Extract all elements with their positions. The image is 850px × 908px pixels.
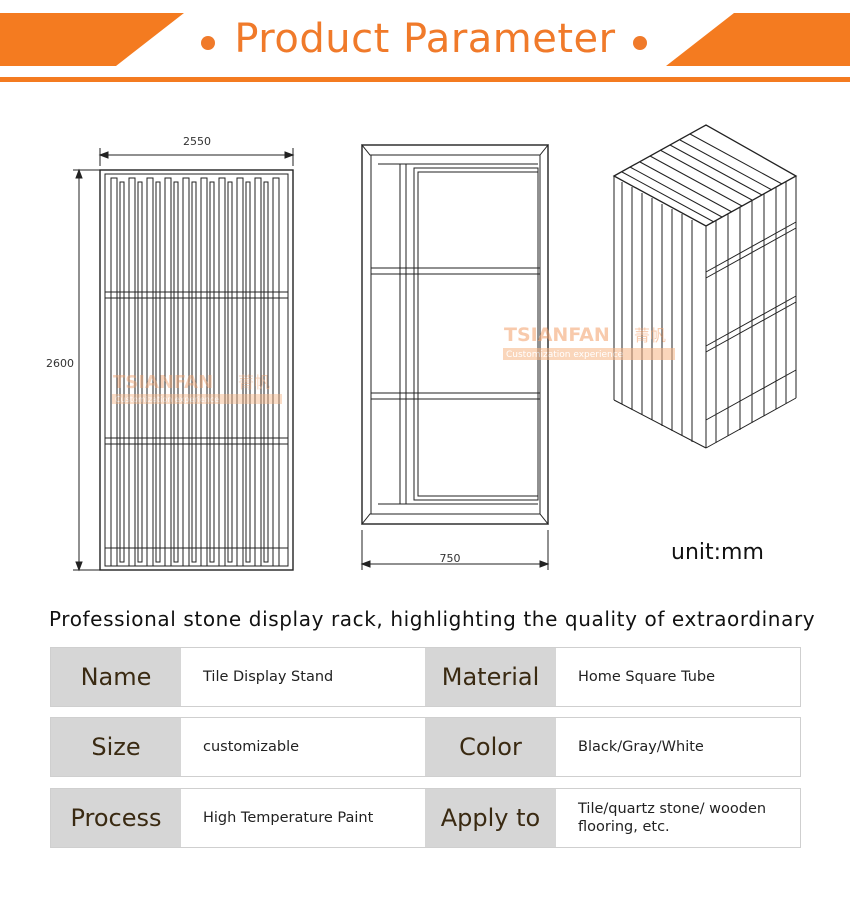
spec-key: Name xyxy=(51,648,181,706)
spec-row: Name Tile Display Stand Material Home Sq… xyxy=(50,647,801,707)
spec-key: Color xyxy=(425,718,556,776)
unit-label: unit:mm xyxy=(671,540,764,565)
isometric-view-drawing xyxy=(612,124,798,449)
spec-value: High Temperature Paint xyxy=(203,810,374,826)
front-height-label: 2600 xyxy=(46,357,74,370)
title-bullet-right xyxy=(633,36,647,50)
technical-drawings: 2550 2600 750 xyxy=(46,124,798,572)
watermark-right-brand-cn: 菁帆 xyxy=(634,326,666,345)
spec-value: Black/Gray/White xyxy=(578,739,704,755)
spec-value: customizable xyxy=(203,739,300,755)
front-view-drawing xyxy=(73,148,295,572)
spec-key: Size xyxy=(51,718,181,776)
watermark-left-brand-cn: 菁帆 xyxy=(238,373,270,392)
banner-left-wedge xyxy=(0,13,184,66)
front-slats xyxy=(110,177,280,567)
spec-key: Material xyxy=(425,648,556,706)
product-subtitle: Professional stone display rack, highlig… xyxy=(49,607,816,631)
spec-value: Home Square Tube xyxy=(578,669,716,685)
spec-key: Process xyxy=(51,789,181,847)
spec-value: Tile/quartz stone/ wooden flooring, etc. xyxy=(578,801,767,835)
spec-value: Tile Display Stand xyxy=(203,669,334,685)
header-banner xyxy=(0,13,850,82)
watermark-left: TSIANFAN 菁帆 Customization experience xyxy=(112,372,282,404)
spec-key: Apply to xyxy=(425,789,556,847)
banner-right-wedge xyxy=(666,13,850,66)
side-width-label: 750 xyxy=(440,552,461,565)
page-title: Product Parameter xyxy=(234,16,616,62)
banner-underline xyxy=(0,77,850,82)
watermark-right-brand: TSIANFAN xyxy=(504,324,610,346)
title-bullet-left xyxy=(201,36,215,50)
watermark-left-tagline: Customization experience xyxy=(115,395,219,404)
front-width-label: 2550 xyxy=(183,135,211,148)
watermark-right: TSIANFAN 菁帆 Customization experience xyxy=(503,324,675,360)
watermark-left-brand: TSIANFAN xyxy=(113,372,213,393)
spec-row: Process High Temperature Paint Apply to … xyxy=(50,788,801,848)
watermark-right-tagline: Customization experience xyxy=(506,350,624,360)
spec-row: Size customizable Color Black/Gray/White xyxy=(50,717,801,777)
side-view-drawing xyxy=(360,144,550,570)
